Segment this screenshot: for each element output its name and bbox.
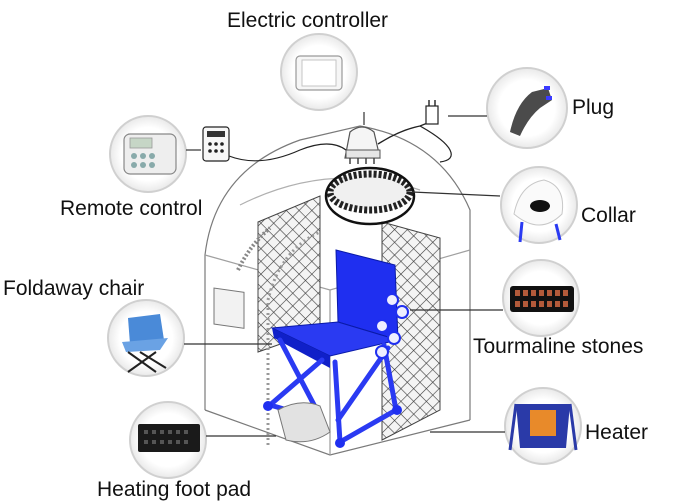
controller-panel-icon: [295, 55, 343, 91]
remote-control-icon: [123, 133, 177, 175]
plug-small: [425, 100, 439, 125]
label-foldaway-chair: Foldaway chair: [3, 277, 145, 300]
collar-icon: [513, 179, 564, 243]
label-heater: Heater: [585, 421, 649, 444]
tourmaline-stones-icon: [510, 286, 574, 312]
heater-icon: [508, 403, 578, 451]
tourmaline-ports: [375, 293, 409, 359]
zipper-2: [266, 230, 321, 445]
side-window: [213, 287, 245, 329]
blue-chair: [263, 249, 402, 448]
label-heating-foot-pad: Heating foot pad: [97, 478, 252, 501]
plug-icon: [510, 86, 552, 136]
collar-ring: [324, 166, 416, 226]
label-electric-controller: Electric controller: [227, 9, 389, 32]
heating-foot-pad-icon: [138, 424, 200, 452]
foot-pad: [277, 402, 331, 443]
controller-unit: [344, 126, 381, 164]
chair-icon: [122, 314, 168, 373]
remote-cord: [228, 143, 347, 162]
label-tourmaline-stones: Tourmaline stones: [473, 335, 644, 358]
label-plug: Plug: [572, 96, 615, 119]
label-collar: Collar: [581, 204, 636, 227]
label-remote-control: Remote control: [60, 197, 203, 220]
power-cord: [377, 121, 431, 145]
zipper: [236, 226, 272, 271]
mesh-panel-right: [381, 221, 441, 441]
remote-small: [202, 126, 230, 162]
